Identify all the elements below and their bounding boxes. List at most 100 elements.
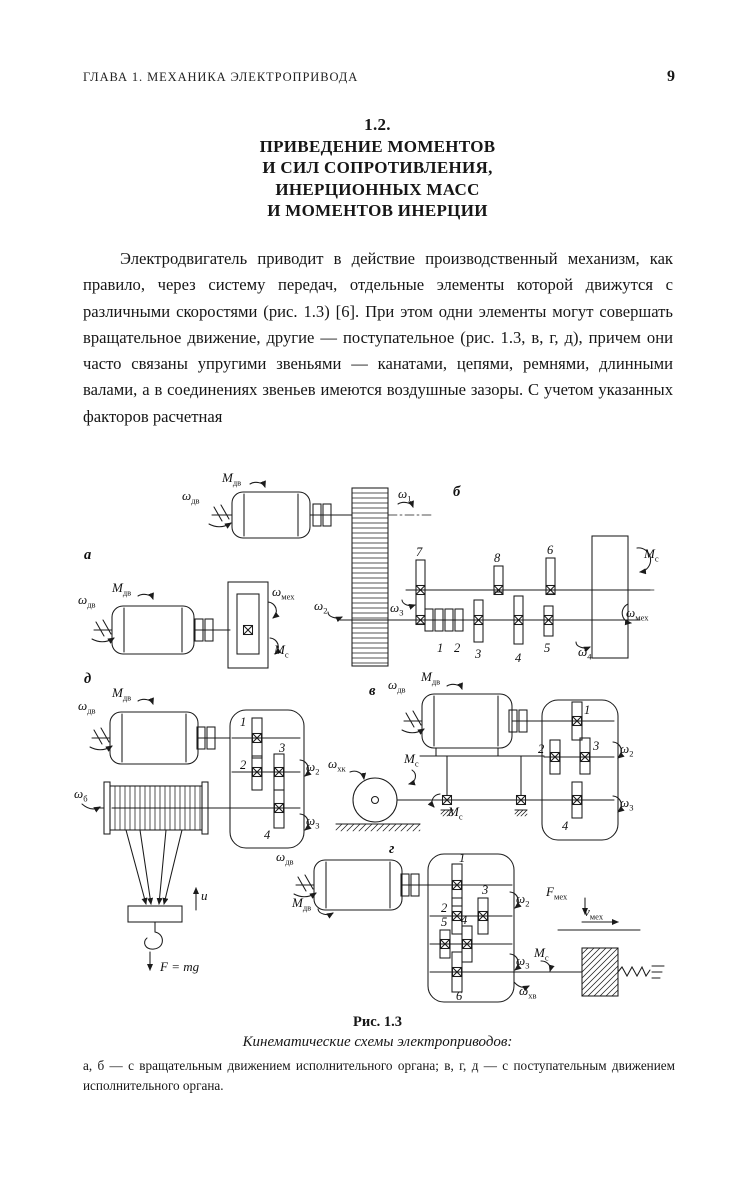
gear-number: 1 [584,703,590,717]
motor-v [401,693,545,749]
gearbox-d [111,709,305,849]
rotation-arrow [509,891,522,909]
rotation-arrow [91,637,115,644]
rotation-arrow [397,500,414,508]
rotation-arrow [267,601,280,619]
gear-number: 5 [544,641,550,655]
hook-d [144,921,163,950]
gear-number: 7 [416,545,423,559]
kinematic-schemes-figure: б ωдв Mдв ω1 ω2 ω3 ω4 Mс ωмех 7 8 6 1 2 … [74,470,665,1003]
panel-v-diagram: в ωдв Mдв ωхк Mс Mс 1 2 3 4 ω2 ω3 [328,669,633,841]
label-F-mg: F = mg [159,959,200,974]
rotation-arrow [349,770,367,780]
gearbox-v [541,699,619,841]
rotation-arrow [299,813,312,831]
gear-number: 3 [278,741,285,755]
figure-number: Рис. 1.3 [352,1014,403,1030]
label-omega-dv: ωдв [182,488,200,506]
rotation-arrow [299,759,312,777]
panel-letter-a: а [84,547,91,563]
gear-number: 5 [441,915,447,929]
gear-number: 3 [592,739,599,753]
label-omega-dv: ωдв [78,698,96,716]
figure-caption: Рис. 1.3 Кинематические схемы электропри… [0,1014,755,1051]
rotation-arrow [575,641,591,653]
label-v-meh: vмех [584,904,604,922]
screw-slide-g [557,897,665,997]
gear-number: 3 [481,883,488,897]
label-omega-3: ω3 [620,795,633,813]
rotation-arrow [401,728,425,735]
gear-number: 2 [538,742,544,756]
section-title-line: И МОМЕНТОВ ИНЕРЦИИ [267,201,488,220]
figure-subtitle: Кинематические схемы электроприводов: [242,1034,513,1050]
label-omega-2: ω2 [516,891,529,909]
frame-v [419,747,545,817]
label-omega-meh: ωмех [626,605,649,623]
section-number: 1.2. [364,115,391,134]
label-omega-dv: ωдв [78,592,96,610]
gear-number: 6 [547,543,554,557]
panel-letter-v: в [369,683,376,699]
moment-arrow [137,697,154,705]
label-M-dv: Mдв [111,685,131,703]
panel-letter-g: г [389,841,395,857]
label-omega-2: ω2 [620,741,633,759]
rotation-arrow [401,599,416,610]
gear-number: 3 [474,647,481,661]
moment-arrow [446,682,463,690]
label-omega-1: ω1 [398,486,411,504]
section-title-line: ИНЕРЦИОННЫХ МАСС [275,179,480,199]
panel-b-diagram: б ωдв Mдв ω1 ω2 ω3 ω4 Mс ωмех 7 8 6 1 2 … [182,470,659,667]
label-omega-hk: ωхк [328,756,346,774]
label-omega-b: ωб [74,786,88,804]
spring-link [617,965,651,978]
gearbox-a [227,581,269,669]
moment-arrow [540,960,555,972]
rotation-arrow [89,745,113,752]
label-omega-4: ω4 [578,644,592,662]
label-M-s: Mс [533,945,549,963]
panel-g-diagram: г ωдв Mдв 1 2 3 5 4 6 ω2 ω3 ωхв Mс Fмех … [276,841,665,1003]
motor-b [208,491,353,539]
label-omega-3: ω3 [306,813,319,831]
page-number: 9 [667,68,675,85]
motor-d [89,711,231,765]
gear-number: 2 [240,758,246,772]
label-M-s: Mс [273,642,289,660]
label-M-s: Mс [403,751,419,769]
moment-arrow [317,908,334,919]
label-omega-hv: ωхв [519,983,536,1001]
label-omega-3: ω3 [516,953,529,971]
rotation-arrow [621,603,632,626]
rotation-arrow [509,953,522,971]
panel-letter-b: б [453,484,461,500]
gear-number: 4 [562,819,568,833]
moment-arrow [269,637,282,655]
label-omega-meh: ωмех [272,584,295,602]
label-omega-2: ω2 [306,759,319,777]
drum-d [95,781,209,835]
motor-g [293,859,431,911]
label-M-s: Mс [643,546,659,564]
moment-arrow [408,769,416,786]
gear-number: 4 [515,651,521,665]
gear-train-b [339,557,651,645]
gear-number: 2 [441,901,447,915]
section-title: 1.2. ПРИВЕДЕНИЕ МОМЕНТОВ И СИЛ СОПРОТИВЛ… [0,114,755,222]
label-M-dv: Mдв [111,580,131,598]
label-F-meh: Fмех [545,884,568,902]
body-paragraph: Электродвигатель приводит в действие про… [83,249,673,426]
panel-d-diagram: д ωдв Mдв 1 2 3 4 ω2 ω3 ωб u F = mg [74,671,319,974]
gear-number: 6 [456,989,463,1003]
rotation-arrow [81,803,101,813]
panel-letter-d: д [84,671,91,687]
moment-arrow [636,547,652,575]
rotation-arrow [513,981,530,992]
gearbox-g [427,853,583,1003]
section-title-line: И СИЛ СОПРОТИВЛЕНИЯ, [262,158,493,177]
label-M-dv: Mдв [221,470,241,488]
gear-number: 4 [461,913,467,927]
gear-number: 1 [240,715,246,729]
